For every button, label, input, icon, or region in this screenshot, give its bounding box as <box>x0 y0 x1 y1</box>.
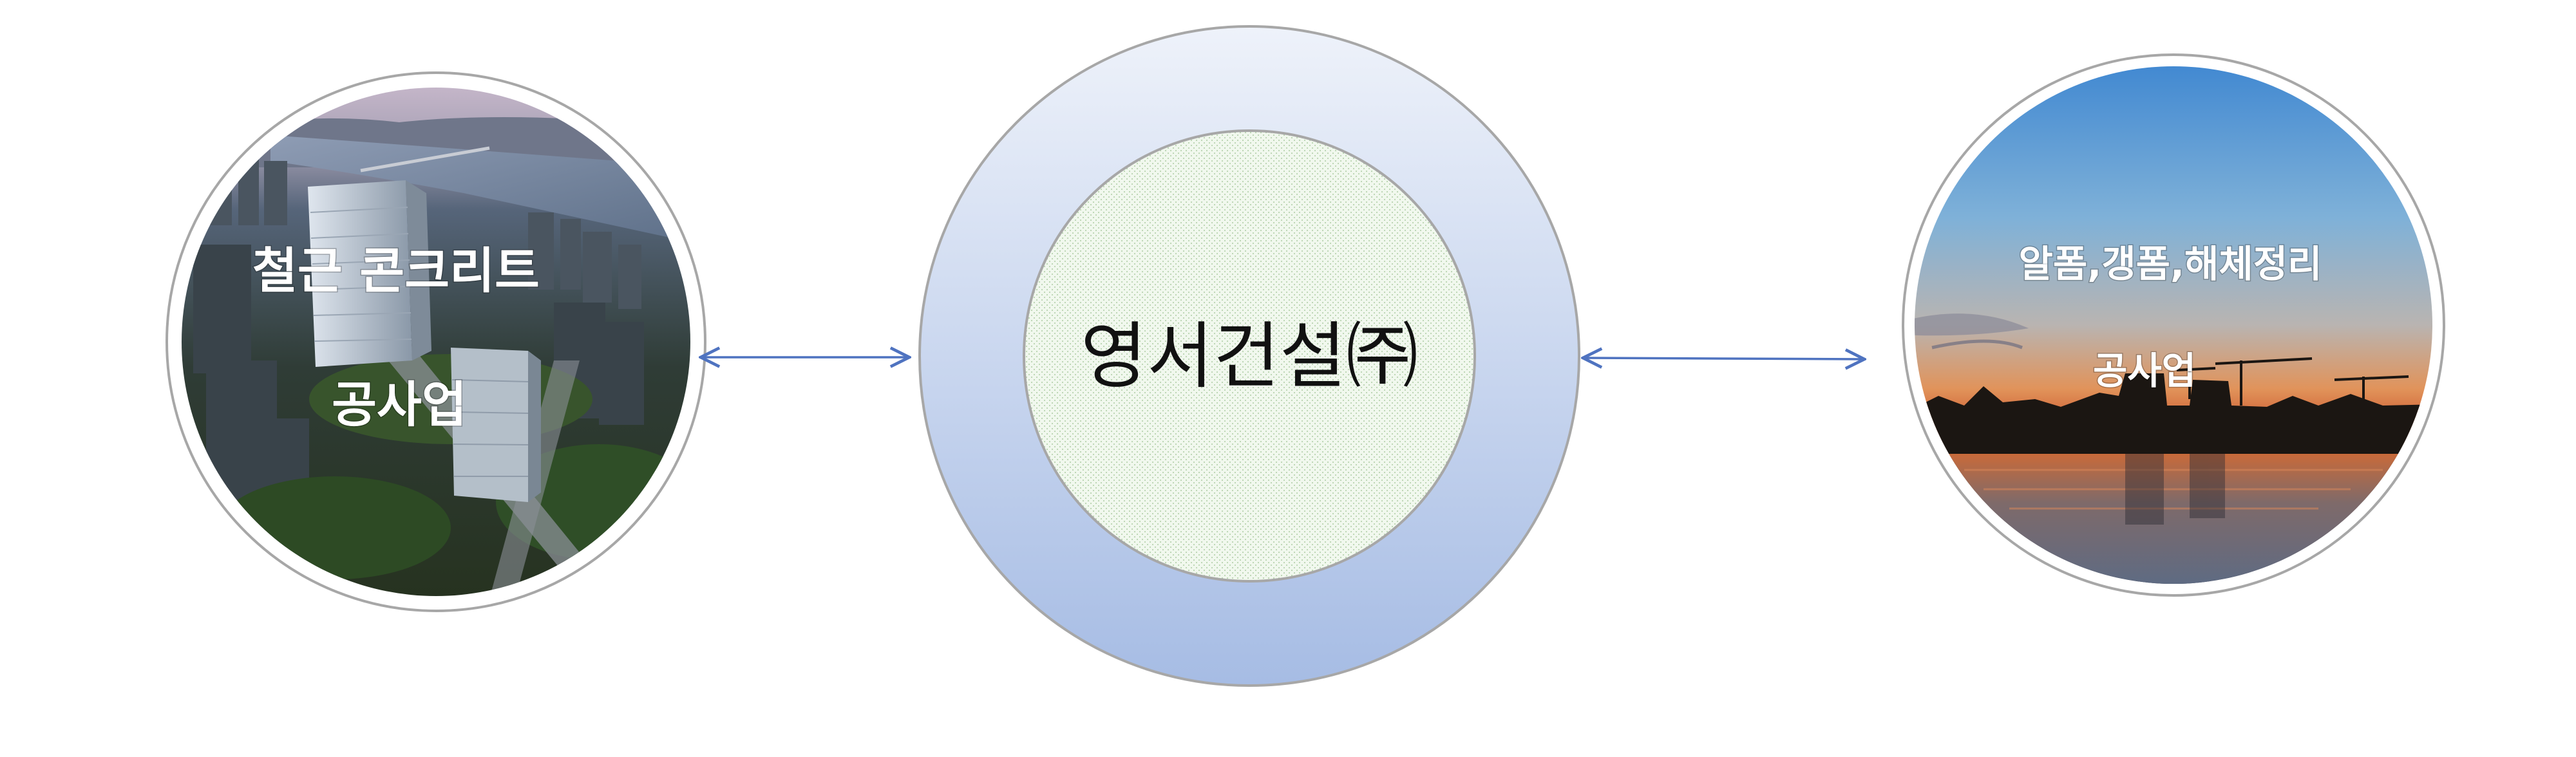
center-node-label: 영서건설㈜ <box>1081 315 1418 398</box>
left-node-label-line2: 공사업 <box>332 376 467 433</box>
left-node: 철근 콘크리트 공사업 <box>166 71 706 612</box>
right-node-label-line1: 알폼,갱폼,해체정리 <box>2019 242 2322 286</box>
right-node: 알폼,갱폼,해체정리 공사업 <box>1902 53 2445 597</box>
city-photo <box>182 88 690 596</box>
right-connector-arrow <box>1583 358 1864 359</box>
center-node: 영서건설㈜ <box>918 25 1580 687</box>
right-node-label-line2: 공사업 <box>2093 349 2196 393</box>
center-node-inner-circle <box>1023 129 1476 583</box>
left-node-label-line1: 철근 콘크리트 <box>252 242 540 299</box>
